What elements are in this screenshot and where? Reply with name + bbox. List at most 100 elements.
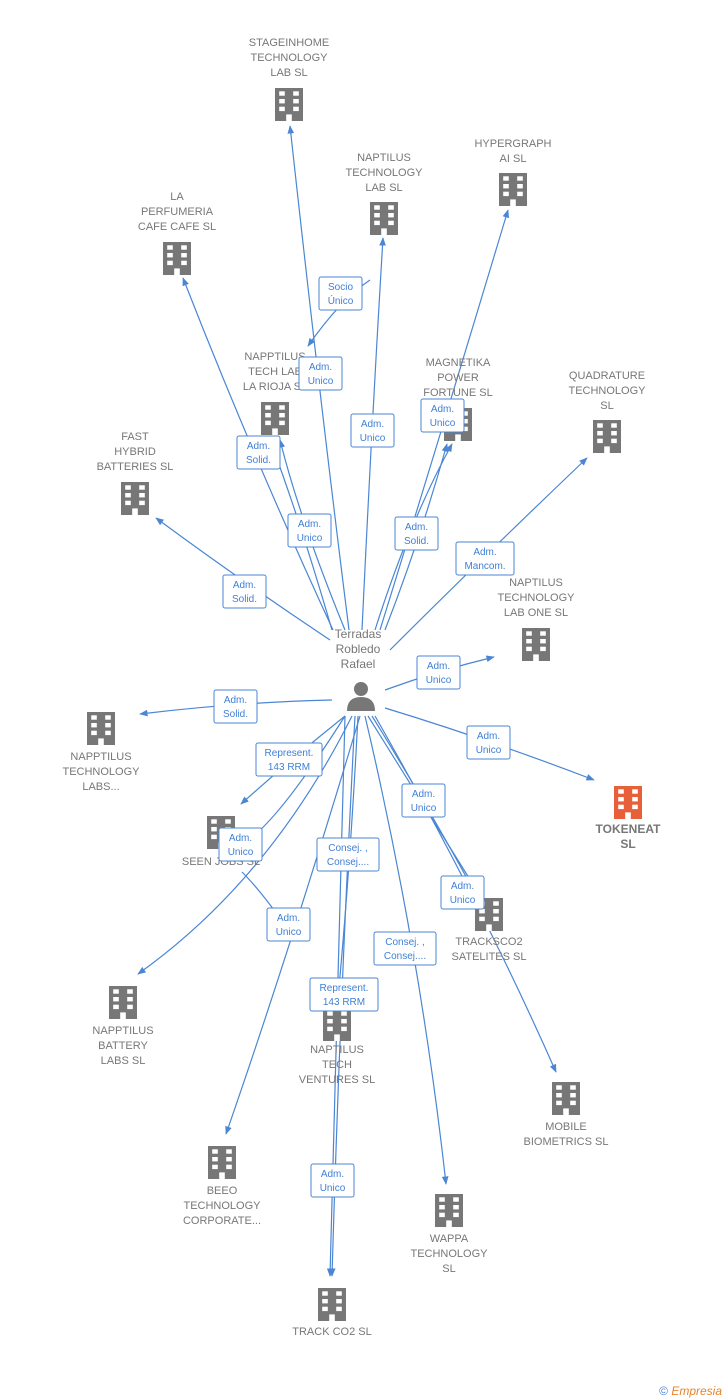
company-name-line: POWER [437, 372, 479, 384]
company-name-line: TECHNOLOGY [497, 592, 575, 604]
edge-label-text: Único [328, 294, 354, 307]
edge-label-e-adm-unico-stage[interactable]: Adm.Unico [287, 513, 332, 548]
building-icon [522, 628, 550, 661]
edge-label-text: Unico [430, 418, 456, 429]
edge-label-text: Adm. [473, 547, 496, 558]
company-name-line: SL [620, 837, 635, 851]
edge-label-text: 143 RRM [268, 762, 310, 773]
company-node-naptilus-lab-one[interactable]: NAPTILUS TECHNOLOGY LAB ONE SL [497, 577, 575, 661]
company-node-beeo[interactable]: BEEOTECHNOLOGYCORPORATE... [183, 1146, 261, 1227]
person-name-line: Terradas [335, 627, 382, 641]
edge-label-e-adm-solid-hyper[interactable]: Adm.Solid. [394, 516, 439, 551]
company-name-line: TECH [322, 1059, 352, 1071]
building-icon [614, 786, 642, 819]
edge-label-text: Represent. [265, 748, 314, 759]
company-node-napptilus-labs[interactable]: NAPPTILUS TECHNOLOGY LABS... [62, 712, 140, 793]
company-name-line: LAB SL [365, 182, 402, 194]
edge-label-text: Unico [476, 745, 502, 756]
company-name-line: NAPTILUS [509, 577, 563, 589]
edge-labels-layer: SocioÚnicoAdm.UnicoAdm.UnicoAdm.UnicoAdm… [213, 276, 515, 1198]
edge-label-text: Unico [320, 1183, 346, 1194]
company-name-line: LA [170, 191, 184, 203]
company-name-line: LABS SL [101, 1055, 146, 1067]
edge-label-text: Adm. [427, 661, 450, 672]
edge-label-e-adm-unico-trackco2[interactable]: Adm.Unico [310, 1163, 355, 1198]
edge-label-e-adm-unico-naptilus[interactable]: Adm.Unico [350, 413, 395, 448]
company-name-line: NAPTILUS [357, 152, 411, 164]
company-name-line: TECHNOLOGY [410, 1248, 488, 1260]
company-name-line: BATTERY [98, 1040, 148, 1052]
company-name-line: TECHNOLOGY [62, 766, 140, 778]
edge-label-e-adm-unico-tokeneat[interactable]: Adm. Unico [466, 725, 511, 760]
edge-label-e-adm-solid-fast[interactable]: Adm.Solid. [222, 574, 267, 609]
person-name-line: Rafael [341, 657, 376, 671]
building-icon [261, 402, 289, 435]
building-icon [323, 1008, 351, 1041]
company-node-perfumeria[interactable]: LA PERFUMERIA CAFE CAFE SL [138, 191, 216, 275]
company-name-line: PERFUMERIA [141, 206, 214, 218]
edge-label-e-adm-solid-perfumeria[interactable]: Adm.Solid. [236, 435, 281, 470]
edge-label-e-adm-unico-tracksco2-a[interactable]: Adm.Unico [401, 783, 446, 818]
company-name-line: LABS... [82, 781, 119, 793]
company-node-wappa[interactable]: WAPPA TECHNOLOGY SL [410, 1194, 488, 1275]
relation-edge [137, 715, 353, 975]
company-name-line: SL [442, 1263, 455, 1275]
edge-label-e-adm-solid-labs[interactable]: Adm. Solid. [213, 689, 258, 724]
edge-label-text: Consej.... [384, 951, 426, 962]
edge-label-e-adm-unico-magnetika[interactable]: Adm. Unico [420, 398, 465, 433]
edge-label-text: Adm. [309, 362, 332, 373]
company-name-line: WAPPA [430, 1233, 469, 1245]
company-name-line: TECHNOLOGY [345, 167, 423, 179]
company-name-line: TECHNOLOGY [183, 1200, 261, 1212]
edge-label-text: Adm. [477, 731, 500, 742]
edge-label-e-consej-2[interactable]: Consej. ,Consej.... [373, 931, 437, 966]
company-name-line: NAPPTILUS [70, 751, 131, 763]
edge-label-e-adm-mancom[interactable]: Adm.Mancom. [455, 541, 515, 576]
edge-label-text: Adm. [412, 789, 435, 800]
company-name-line: HYPERGRAPH [474, 138, 551, 150]
company-name-line: LAB ONE SL [504, 607, 568, 619]
company-name-line: NAPPTILUS [244, 351, 305, 363]
edge-label-text: Solid. [223, 709, 248, 720]
edge-label-text: Represent. [320, 983, 369, 994]
person-icon [347, 682, 375, 711]
edge-label-text: Adm. [431, 404, 454, 415]
edge-label-text: Adm. [277, 913, 300, 924]
edge-label-e-represent-1[interactable]: Represent. 143 RRM [255, 742, 323, 777]
edge-label-text: Unico [228, 847, 254, 858]
company-name-line: TRACK CO2 SL [292, 1326, 371, 1338]
brand-name[interactable]: Empresia [671, 1384, 722, 1398]
edge-label-e-adm-unico-tracksco2-b[interactable]: Adm.Unico [440, 875, 485, 910]
building-icon [109, 986, 137, 1019]
edge-label-e-represent-2[interactable]: Represent.143 RRM [309, 977, 379, 1012]
company-name-line: FORTUNE SL [423, 387, 492, 399]
company-name-line: CAFE CAFE SL [138, 221, 216, 233]
edge-label-e-adm-unico-seen[interactable]: Adm.Unico [218, 827, 263, 862]
building-icon [435, 1194, 463, 1227]
edge-label-text: Adm. [224, 695, 247, 706]
edge-label-e-consej-1[interactable]: Consej. ,Consej.... [316, 837, 380, 872]
footer-brand: © Empresia [659, 1384, 722, 1398]
company-name-line: BEEO [207, 1185, 238, 1197]
edge-label-e-adm-unico-labone[interactable]: Adm.Unico [416, 655, 461, 690]
company-name-line: BIOMETRICS SL [524, 1136, 609, 1148]
edge-label-e-adm-unico-rioja[interactable]: Adm.Unico [298, 356, 343, 391]
building-icon [208, 1146, 236, 1179]
edge-label-e-adm-unico-battery[interactable]: Adm.Unico [266, 907, 311, 942]
company-node-naptilus-tech-lab[interactable]: NAPTILUS TECHNOLOGY LAB SL [345, 152, 423, 235]
company-name-line: TOKENEAT [596, 822, 662, 836]
company-name-line: TECHNOLOGY [250, 52, 328, 64]
company-node-track-co2[interactable]: TRACK CO2 SL [292, 1288, 372, 1338]
